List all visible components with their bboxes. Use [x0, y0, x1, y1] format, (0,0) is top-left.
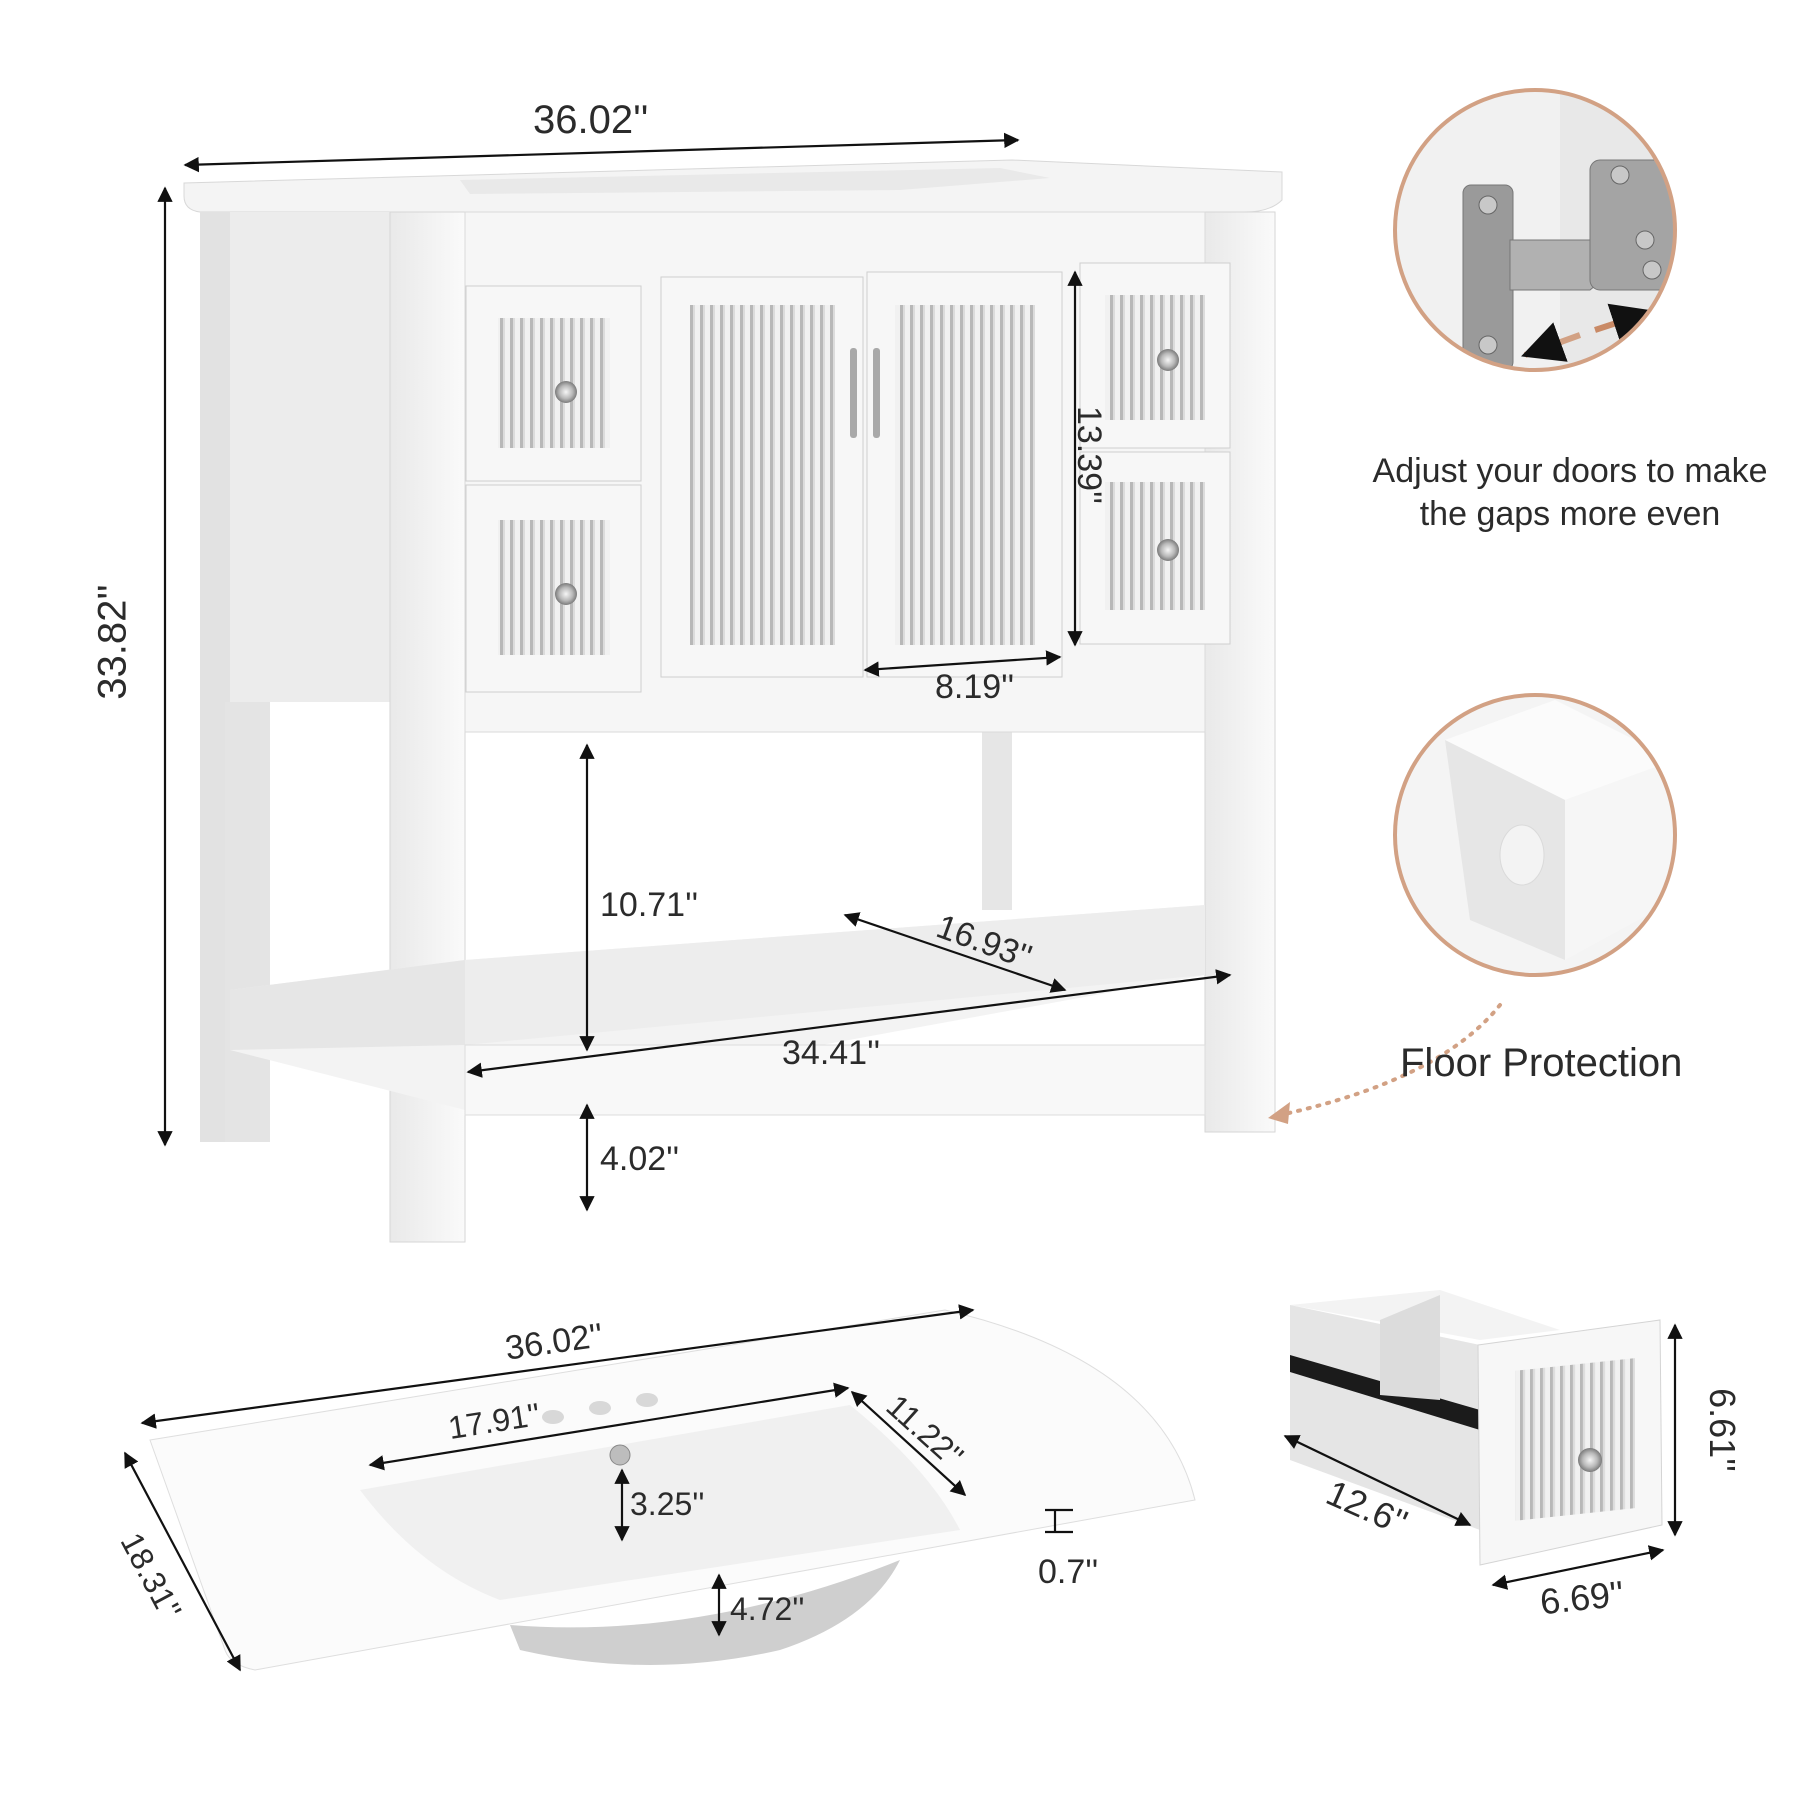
hinge-callout — [1393, 88, 1677, 372]
bowl-depth-label: 4.72'' — [730, 1591, 805, 1627]
vanity-width-label: 36.02'' — [533, 98, 649, 142]
door-height-label: 13.39'' — [1070, 405, 1109, 505]
floor-protection-caption: Floor Protection — [1400, 1041, 1683, 1085]
shelf-width-label: 34.41'' — [782, 1034, 881, 1072]
drain-offset-label: 3.25'' — [630, 1486, 705, 1522]
drawer-illustration — [1290, 1290, 1663, 1566]
hinge-caption-line2: the gaps more even — [1419, 494, 1721, 533]
hinge-caption: Adjust your doors to make the gaps more … — [1340, 450, 1800, 535]
shelf-clearance-label: 10.71'' — [600, 886, 699, 924]
hinge-caption-line1: Adjust your doors to make — [1372, 452, 1768, 490]
top-thickness-label: 0.7'' — [1038, 1553, 1099, 1591]
vanity-illustration — [183, 159, 1283, 1243]
door-width-label: 8.19'' — [935, 668, 1015, 706]
drawer-height-label: 6.61'' — [1701, 1388, 1743, 1472]
leg-height-label: 4.02'' — [600, 1140, 680, 1178]
vanity-height-label: 33.82'' — [90, 584, 135, 700]
drawer-dimension-lines — [1283, 1323, 1683, 1590]
drawer-width-label: 6.69'' — [1538, 1572, 1626, 1623]
floor-protection-callout — [1268, 693, 1677, 1124]
vanity-dimension-lines — [157, 132, 1232, 1212]
sink-dimension-lines — [124, 1304, 1073, 1672]
